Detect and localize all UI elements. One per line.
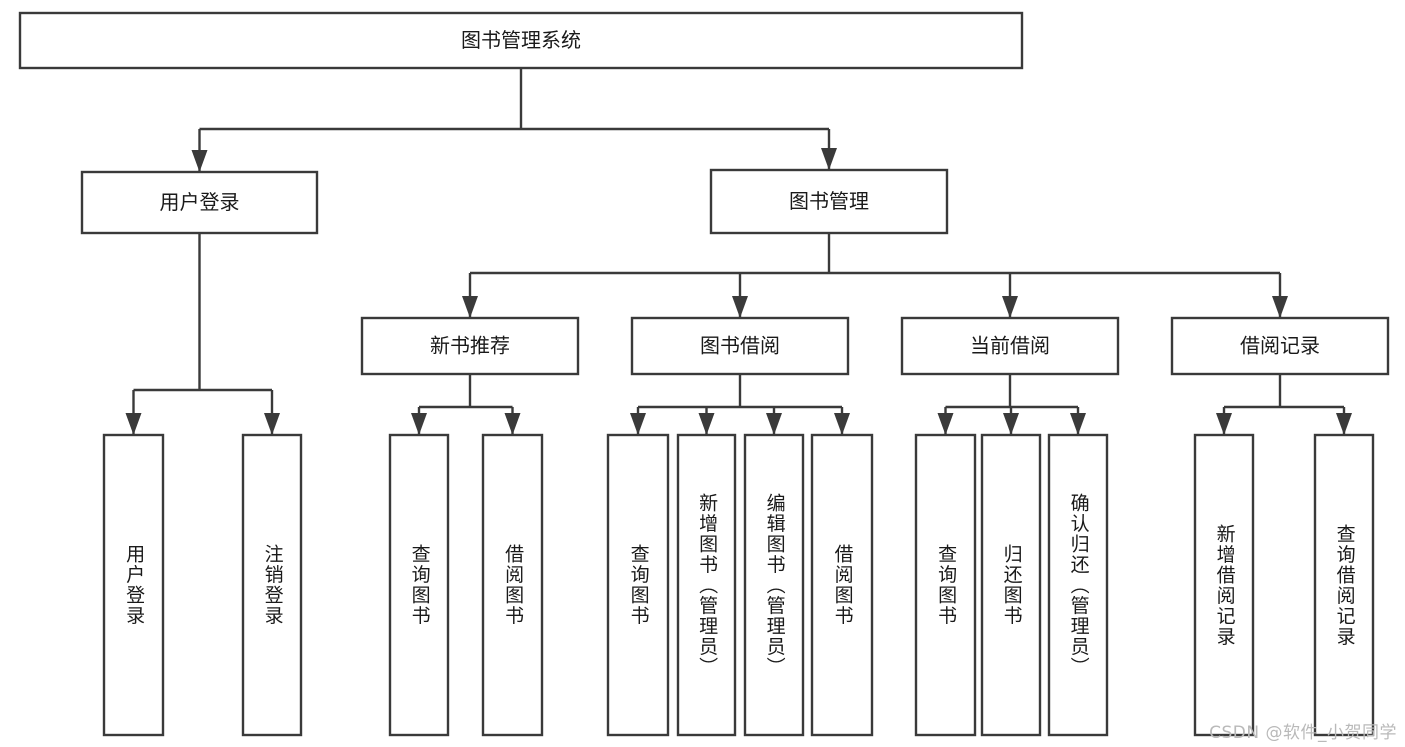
node-label-图书管理系统: 图书管理系统: [461, 28, 581, 52]
node-box-新书推荐[interactable]: [360, 316, 580, 376]
arrow-head-icon-归还图书: [1003, 413, 1019, 435]
arrow-head-icon-借阅记录: [1272, 296, 1288, 318]
node-box-用户登录[interactable]: [80, 170, 319, 235]
arrow-head-icon-借阅图书: [504, 413, 521, 435]
node-label-图书管理: 图书管理: [789, 189, 869, 213]
node-box-用户登录[interactable]: [102, 433, 165, 737]
node-box-编辑图书管理员[interactable]: [743, 433, 805, 737]
arrow-head-icon-用户登录: [191, 150, 208, 172]
arrow-head-icon-查询图书: [411, 413, 427, 435]
node-box-借阅记录[interactable]: [1170, 316, 1390, 376]
watermark-text: CSDN @软件_小贺同学: [1209, 723, 1397, 743]
arrow-head-icon-注销登录: [264, 413, 280, 435]
node-box-新增图书管理员[interactable]: [676, 433, 737, 737]
arrow-head-icon-查询图书: [630, 413, 646, 435]
node-box-图书管理系统[interactable]: [18, 11, 1024, 70]
node-box-查询借阅记录[interactable]: [1313, 433, 1375, 737]
node-box-新增借阅记录[interactable]: [1193, 433, 1255, 737]
arrow-head-icon-查询图书: [937, 413, 954, 435]
node-box-当前借阅[interactable]: [900, 316, 1120, 376]
node-box-图书管理[interactable]: [709, 168, 949, 235]
arrow-head-icon-新增图书管理员: [698, 413, 715, 435]
node-box-归还图书[interactable]: [980, 433, 1042, 737]
node-label-当前借阅: 当前借阅: [970, 334, 1050, 358]
arrow-head-icon-借阅图书: [834, 413, 850, 435]
node-label-借阅记录: 借阅记录: [1240, 334, 1320, 358]
arrow-head-icon-当前借阅: [1002, 296, 1018, 318]
node-box-查询图书[interactable]: [914, 433, 977, 737]
arrow-head-icon-用户登录: [125, 413, 142, 435]
connector-layer: [125, 68, 1352, 435]
arrow-head-icon-新书推荐: [462, 296, 478, 318]
node-box-确认归还管理员[interactable]: [1047, 433, 1109, 737]
node-label-新书推荐: 新书推荐: [430, 334, 510, 358]
arrow-head-icon-图书管理: [821, 148, 837, 170]
node-box-借阅图书[interactable]: [481, 433, 544, 737]
node-box-注销登录[interactable]: [241, 433, 303, 737]
arrow-head-icon-编辑图书管理员: [766, 413, 782, 435]
node-label-用户登录: 用户登录: [160, 190, 240, 214]
arrow-head-icon-新增借阅记录: [1216, 413, 1232, 435]
node-box-查询图书[interactable]: [388, 433, 450, 737]
arrow-head-icon-图书借阅: [732, 296, 748, 318]
node-box-查询图书[interactable]: [606, 433, 670, 737]
node-box-借阅图书[interactable]: [810, 433, 874, 737]
arrow-head-icon-查询借阅记录: [1336, 413, 1352, 435]
arrow-head-icon-确认归还管理员: [1070, 413, 1086, 435]
node-label-图书借阅: 图书借阅: [700, 334, 780, 358]
node-box-图书借阅[interactable]: [630, 316, 850, 376]
